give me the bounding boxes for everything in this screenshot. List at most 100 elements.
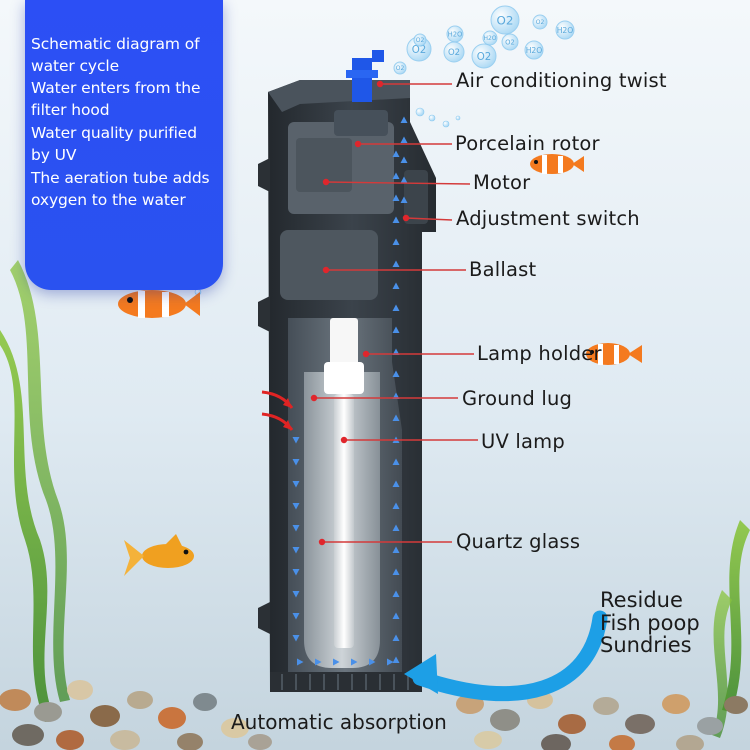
label-lamp-holder: Lamp holder	[477, 342, 602, 365]
flow-arrow	[392, 260, 400, 267]
intake-grille	[270, 672, 422, 692]
flow-arrow	[400, 116, 408, 123]
flow-arrow	[297, 658, 304, 666]
callout-dot	[340, 436, 348, 444]
small-bubble	[415, 107, 425, 117]
flow-arrow	[392, 590, 400, 597]
intake-arrows	[261, 390, 294, 431]
flow-arrow	[400, 176, 408, 183]
bubble-label: H2O	[557, 26, 574, 35]
callout-dot	[402, 214, 410, 222]
clownfish-middle-right	[586, 343, 642, 365]
seaweed-left	[0, 260, 70, 722]
label-adjustment-switch: Adjustment switch	[456, 207, 640, 230]
small-bubble	[442, 120, 450, 128]
callout-dot	[354, 140, 362, 148]
flow-arrow	[392, 502, 400, 509]
flow-arrow	[392, 546, 400, 553]
suction-clip-bottom	[258, 602, 270, 634]
small-bubble	[455, 115, 461, 121]
small-bubble	[428, 114, 436, 122]
flow-arrow	[333, 658, 340, 666]
flow-arrow	[292, 525, 300, 532]
oxygen-bubble: O2	[413, 33, 427, 47]
water-flow-arrows	[292, 116, 408, 666]
oxygen-bubble: O2	[501, 33, 519, 51]
oxygen-bubble: H2O	[482, 30, 498, 46]
label-air-conditioning-twist: Air conditioning twist	[456, 69, 667, 92]
callout-dot	[376, 80, 384, 88]
bubble-label: O2	[448, 48, 460, 58]
suction-clip-middle	[258, 296, 270, 332]
label-ground-lug: Ground lug	[462, 387, 573, 410]
flow-arrow	[392, 414, 400, 421]
callout-dot	[362, 350, 370, 358]
callout-dot	[322, 266, 330, 274]
oxygen-bubble: O2	[471, 43, 497, 69]
info-line: The aeration tube adds	[31, 169, 210, 187]
info-panel: Schematic diagram of water cycle Water e…	[25, 0, 223, 290]
bubble-label: O2	[497, 13, 514, 27]
oxygen-bubble: O2	[443, 41, 465, 63]
info-line: Water enters from the	[31, 79, 201, 97]
flow-arrow	[387, 658, 394, 666]
bubble-label: O2	[396, 65, 405, 72]
callout-dot	[318, 538, 326, 546]
label-sundries: Sundries	[600, 633, 692, 657]
flow-arrow	[292, 613, 300, 620]
suction-clip-top	[258, 158, 270, 192]
absorption-arrow	[404, 610, 608, 702]
flow-arrow	[392, 172, 400, 179]
motor-core	[296, 138, 352, 192]
flow-arrow	[392, 194, 400, 201]
porcelain-rotor	[334, 110, 388, 136]
flow-arrow	[292, 635, 300, 642]
flow-arrow	[392, 216, 400, 223]
flow-arrow	[369, 658, 376, 666]
flow-arrow	[392, 370, 400, 377]
callout-lines	[310, 80, 478, 546]
lamp-holder-base	[324, 362, 364, 394]
callout-line	[405, 217, 453, 221]
ballast-block	[280, 230, 378, 300]
goldfish	[124, 534, 194, 576]
flow-arrow	[351, 658, 358, 666]
flow-arrow	[392, 238, 400, 245]
flow-arrow	[392, 304, 400, 311]
bubble-label: O2	[536, 19, 545, 26]
info-line: Water quality purified	[31, 124, 197, 142]
oxygen-bubble: H2O	[446, 25, 464, 43]
oxygen-bubble: O2	[490, 5, 520, 35]
bubble-label: O2	[416, 37, 425, 44]
label-fish-poop: Fish poop	[600, 611, 700, 635]
bubble-label: H2O	[448, 31, 463, 39]
flow-arrow	[400, 136, 408, 143]
callout-dot	[310, 394, 318, 402]
flow-arrow	[392, 458, 400, 465]
label-uv-lamp: UV lamp	[481, 430, 565, 453]
oxygen-bubble: O2	[393, 61, 407, 75]
flow-arrow	[392, 326, 400, 333]
flow-arrow	[292, 503, 300, 510]
oxygen-bubble: O2	[532, 14, 548, 30]
flow-arrow	[400, 156, 408, 163]
flow-arrow	[292, 481, 300, 488]
uv-lamp-tube	[334, 394, 354, 648]
uv-filter-body	[258, 50, 436, 692]
flow-arrow	[392, 634, 400, 641]
oxygen-bubble: H2O	[555, 20, 575, 40]
label-ballast: Ballast	[469, 258, 537, 281]
flow-arrow	[292, 547, 300, 554]
info-line: filter hood	[31, 101, 110, 119]
flow-arrow	[292, 459, 300, 466]
flow-arrow	[292, 591, 300, 598]
label-porcelain-rotor: Porcelain rotor	[455, 132, 600, 155]
bubble-label: O2	[477, 52, 492, 63]
bubble-label: O2	[505, 39, 515, 47]
flow-arrow	[392, 568, 400, 575]
flow-arrow	[292, 569, 300, 576]
callout-dot	[322, 178, 330, 186]
